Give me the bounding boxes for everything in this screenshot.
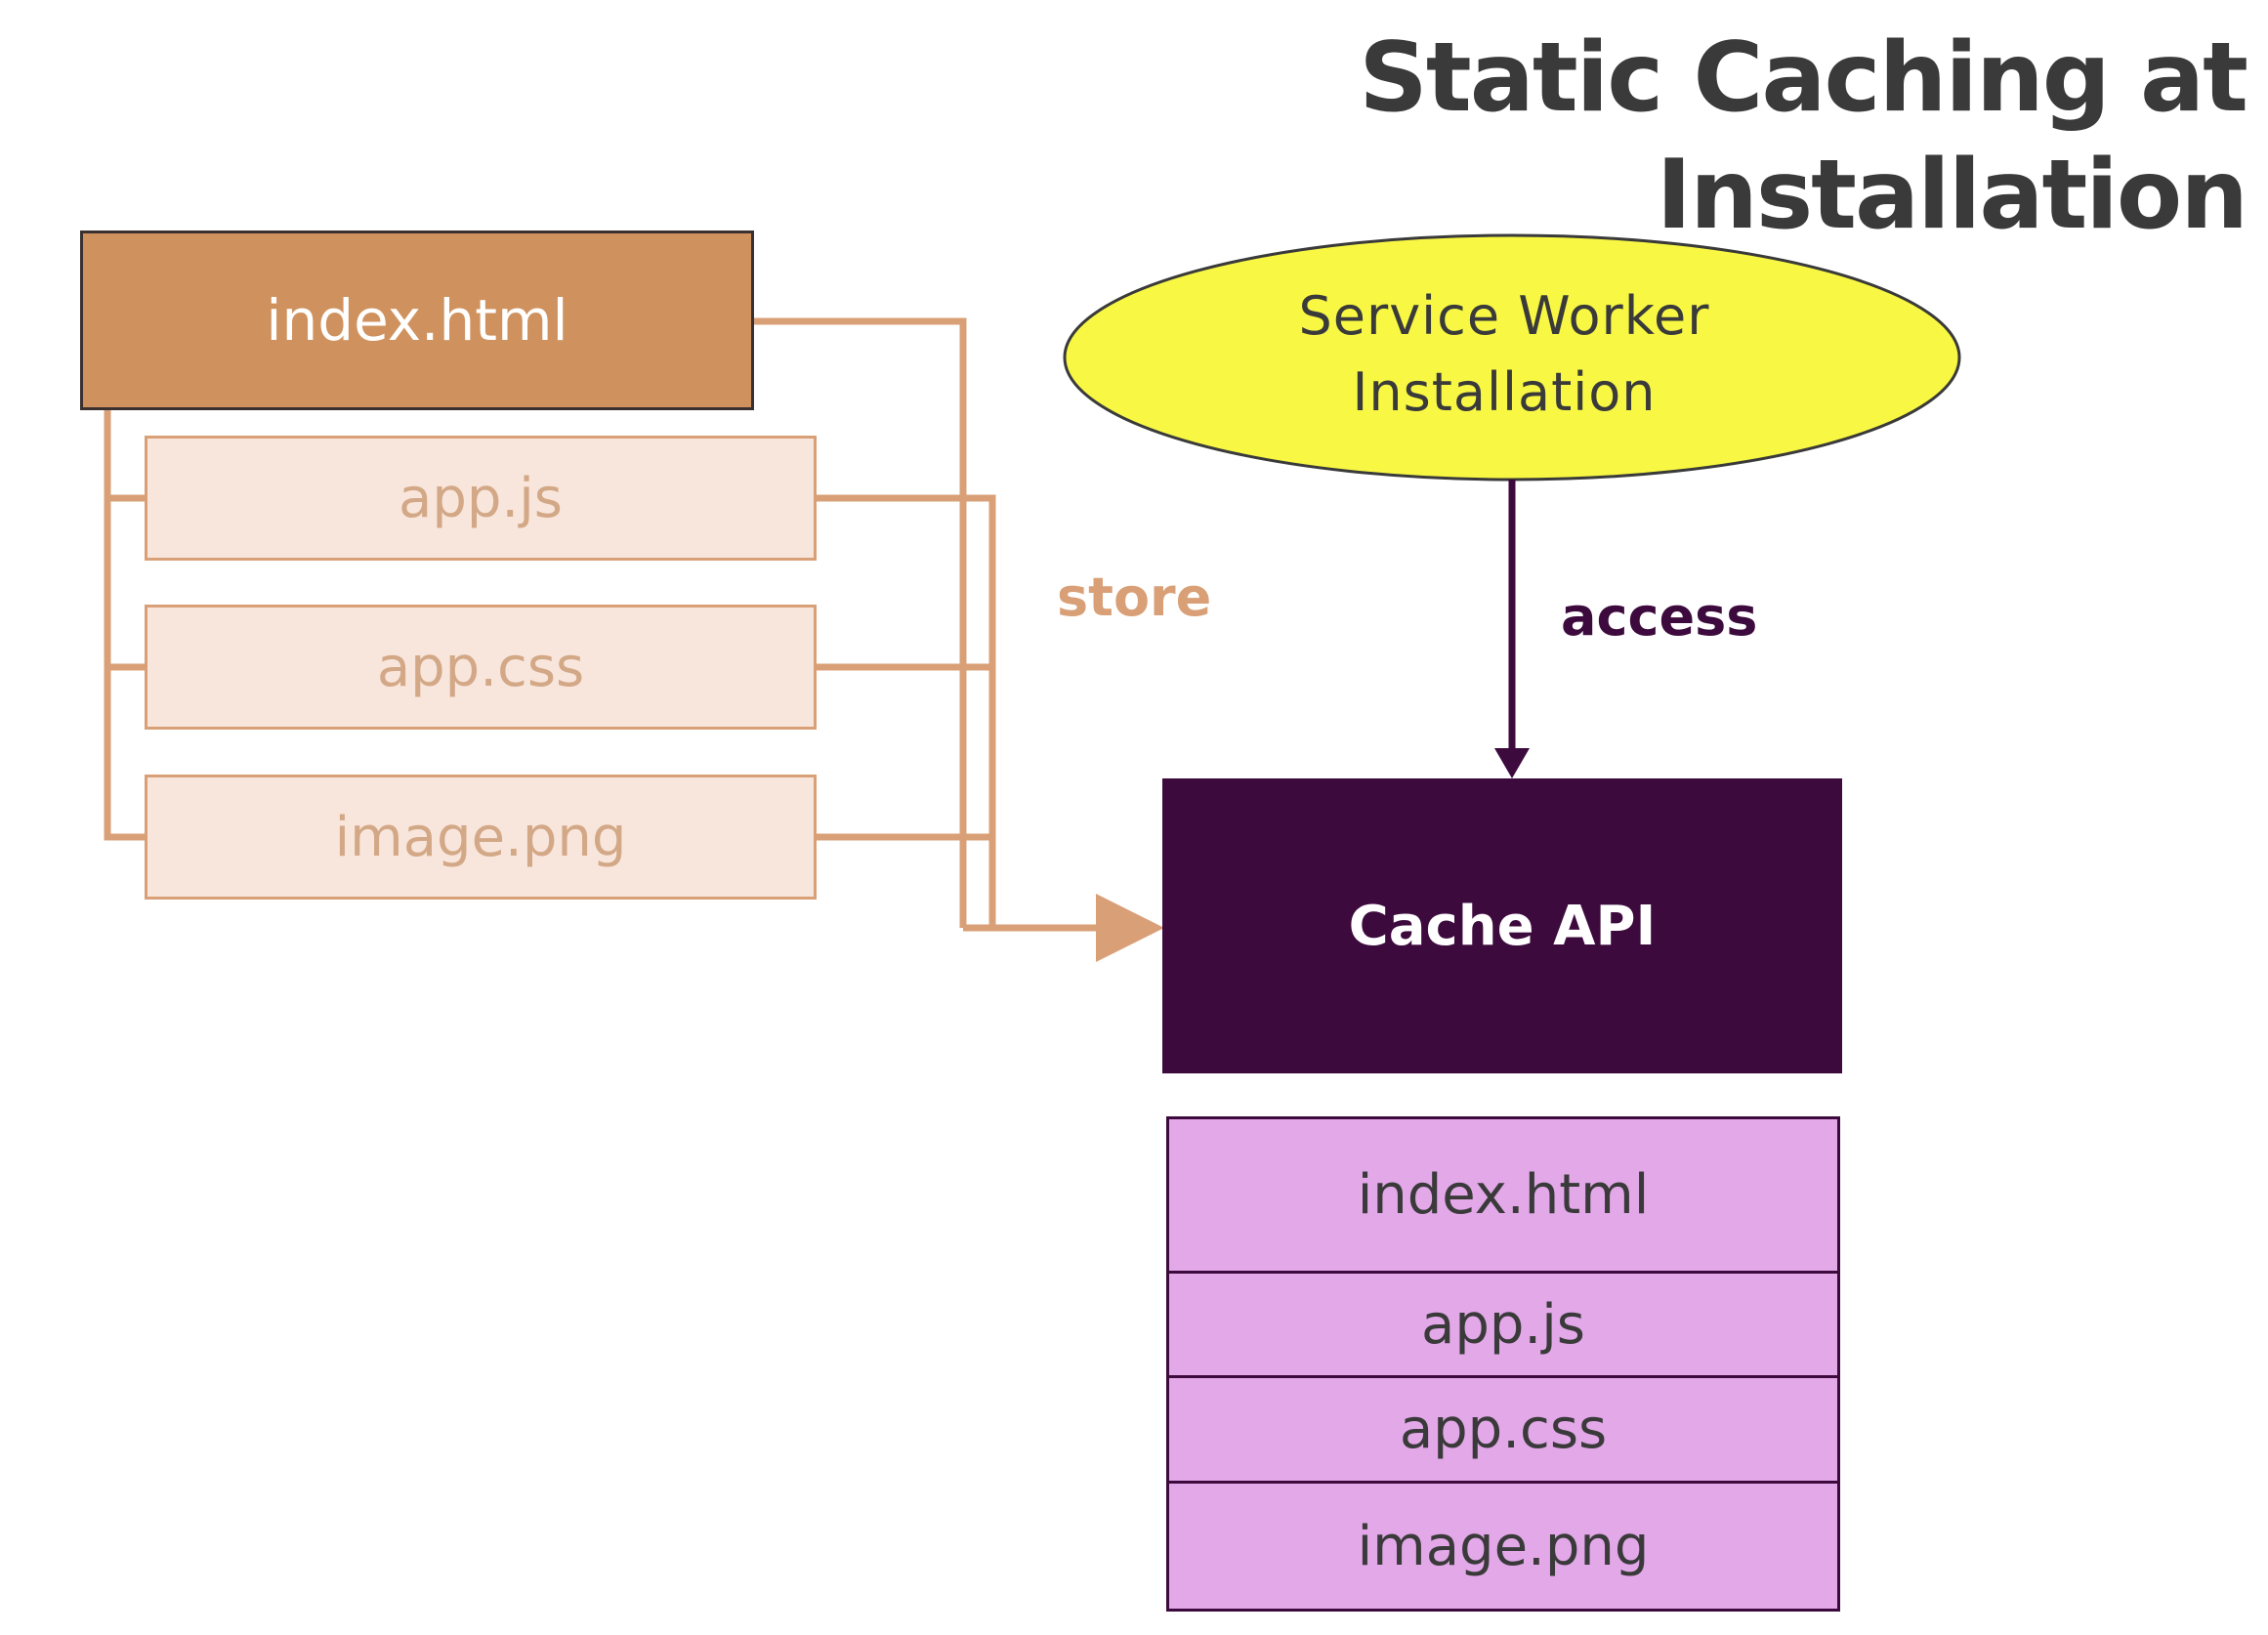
cache-api-box: Cache API — [1162, 778, 1842, 1073]
store-line-appjs — [817, 494, 996, 928]
service-worker-label: Service Worker Installation — [1298, 285, 1710, 423]
page-title: Static Caching at Installation — [1359, 22, 2248, 251]
store-line-index — [754, 317, 967, 928]
cache-entry-image-png: image.png — [1166, 1481, 1840, 1612]
source-file-index-html: index.html — [80, 231, 754, 410]
asset-bracket-line — [104, 410, 145, 841]
source-file-app-js: app.js — [145, 436, 817, 561]
cache-entry-app-css: app.css — [1166, 1375, 1840, 1484]
source-file-app-css: app.css — [145, 605, 817, 730]
store-label: store — [1057, 566, 1212, 628]
cache-entry-app-js: app.js — [1166, 1271, 1840, 1378]
access-arrowhead — [1494, 748, 1530, 778]
access-label: access — [1561, 586, 1758, 648]
source-file-image-png: image.png — [145, 775, 817, 900]
cache-entry-index-html: index.html — [1166, 1116, 1840, 1274]
